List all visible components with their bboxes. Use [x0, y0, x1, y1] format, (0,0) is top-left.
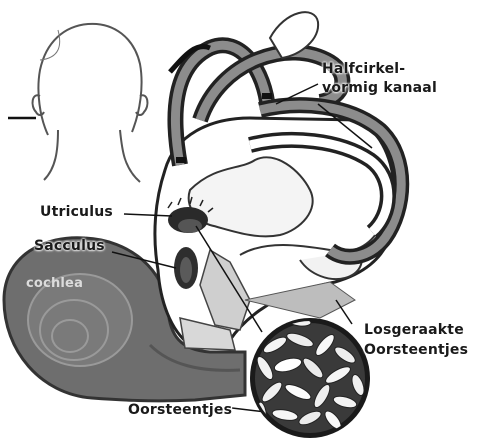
loose-otoliths-label-line1: Losgeraakte — [364, 322, 464, 339]
otoliths-label: Oorsteentjes — [128, 402, 232, 419]
sacculus-macula — [174, 247, 198, 289]
cochlea-label: cochlea — [26, 275, 83, 292]
head-outline — [33, 24, 148, 182]
loose-otoliths-label-line2: Oorsteentjes — [364, 342, 468, 359]
otolith-magnifier — [250, 317, 370, 438]
utriculus-label: Utriculus — [40, 204, 113, 221]
semicircular-canal-label-line1: Halfcirkel- — [322, 61, 405, 78]
sacculus-label: Sacculus — [34, 238, 105, 255]
semicircular-canal-label-line2: vormig kanaal — [322, 80, 437, 97]
